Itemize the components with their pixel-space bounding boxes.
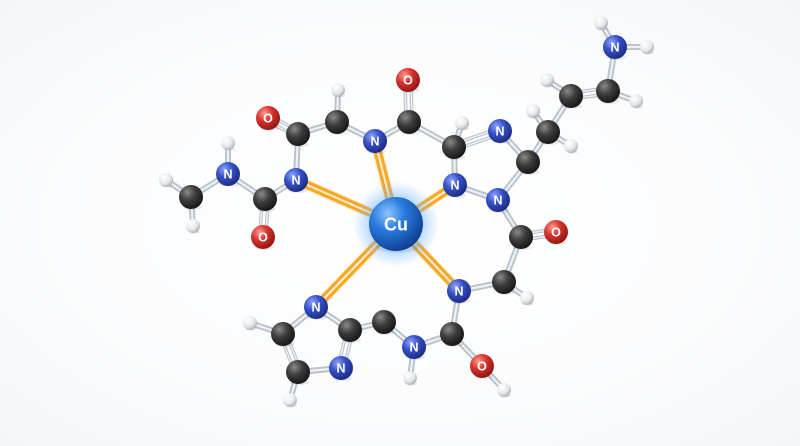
carbon-atom [492,270,516,295]
carbon-atom [397,110,421,135]
carbon-atom [372,310,396,335]
carbon-atom [536,120,560,145]
carbon-atom [271,322,295,347]
hydrogen-atom [594,16,609,31]
hydrogen-atom [526,104,541,119]
carbon-atom [179,185,203,210]
oxygen-atom: O [251,225,275,250]
hydrogen-atom [331,83,346,98]
oxygen-atom: O [470,354,494,379]
oxygen-atom: O [544,220,568,245]
hydrogen-atom [629,94,644,109]
nitrogen-atom: N [488,119,512,144]
nitrogen-atom: N [284,168,308,193]
nitrogen-atom: N [603,35,627,60]
carbon-atom [338,318,362,343]
nitrogen-atom: N [329,356,353,381]
carbon-atom [286,122,310,147]
hydrogen-atom [403,371,418,386]
hydrogen-atom [564,139,579,154]
hydrogen-atom [221,136,236,151]
copper-atom: Cu [353,181,439,267]
nitrogen-atom: N [216,162,240,187]
oxygen-atom: O [256,106,280,131]
nitrogen-atom: N [402,335,426,360]
carbon-atom [253,187,277,212]
nitrogen-atom: N [486,188,510,213]
nitrogen-atom: N [363,129,387,154]
hydrogen-atom [497,383,512,398]
carbon-atom [440,322,464,347]
hydrogen-atom [186,219,201,234]
hydrogen-atom [455,116,470,131]
carbon-atom [516,150,540,175]
carbon-atom [286,360,310,385]
carbon-atom [559,84,583,109]
hydrogen-atom [243,316,258,331]
hydrogen-atom [159,173,174,188]
hydrogen-atom [540,73,555,88]
hydrogen-atom [520,291,535,306]
hydrogen-atom [640,40,655,55]
carbon-atom [596,79,620,104]
carbon-atom [442,135,466,160]
oxygen-atom: O [396,68,420,93]
carbon-atom [509,225,533,250]
carbon-atom [325,110,349,135]
nitrogen-atom: N [447,279,471,304]
hydrogen-atom [283,393,298,408]
